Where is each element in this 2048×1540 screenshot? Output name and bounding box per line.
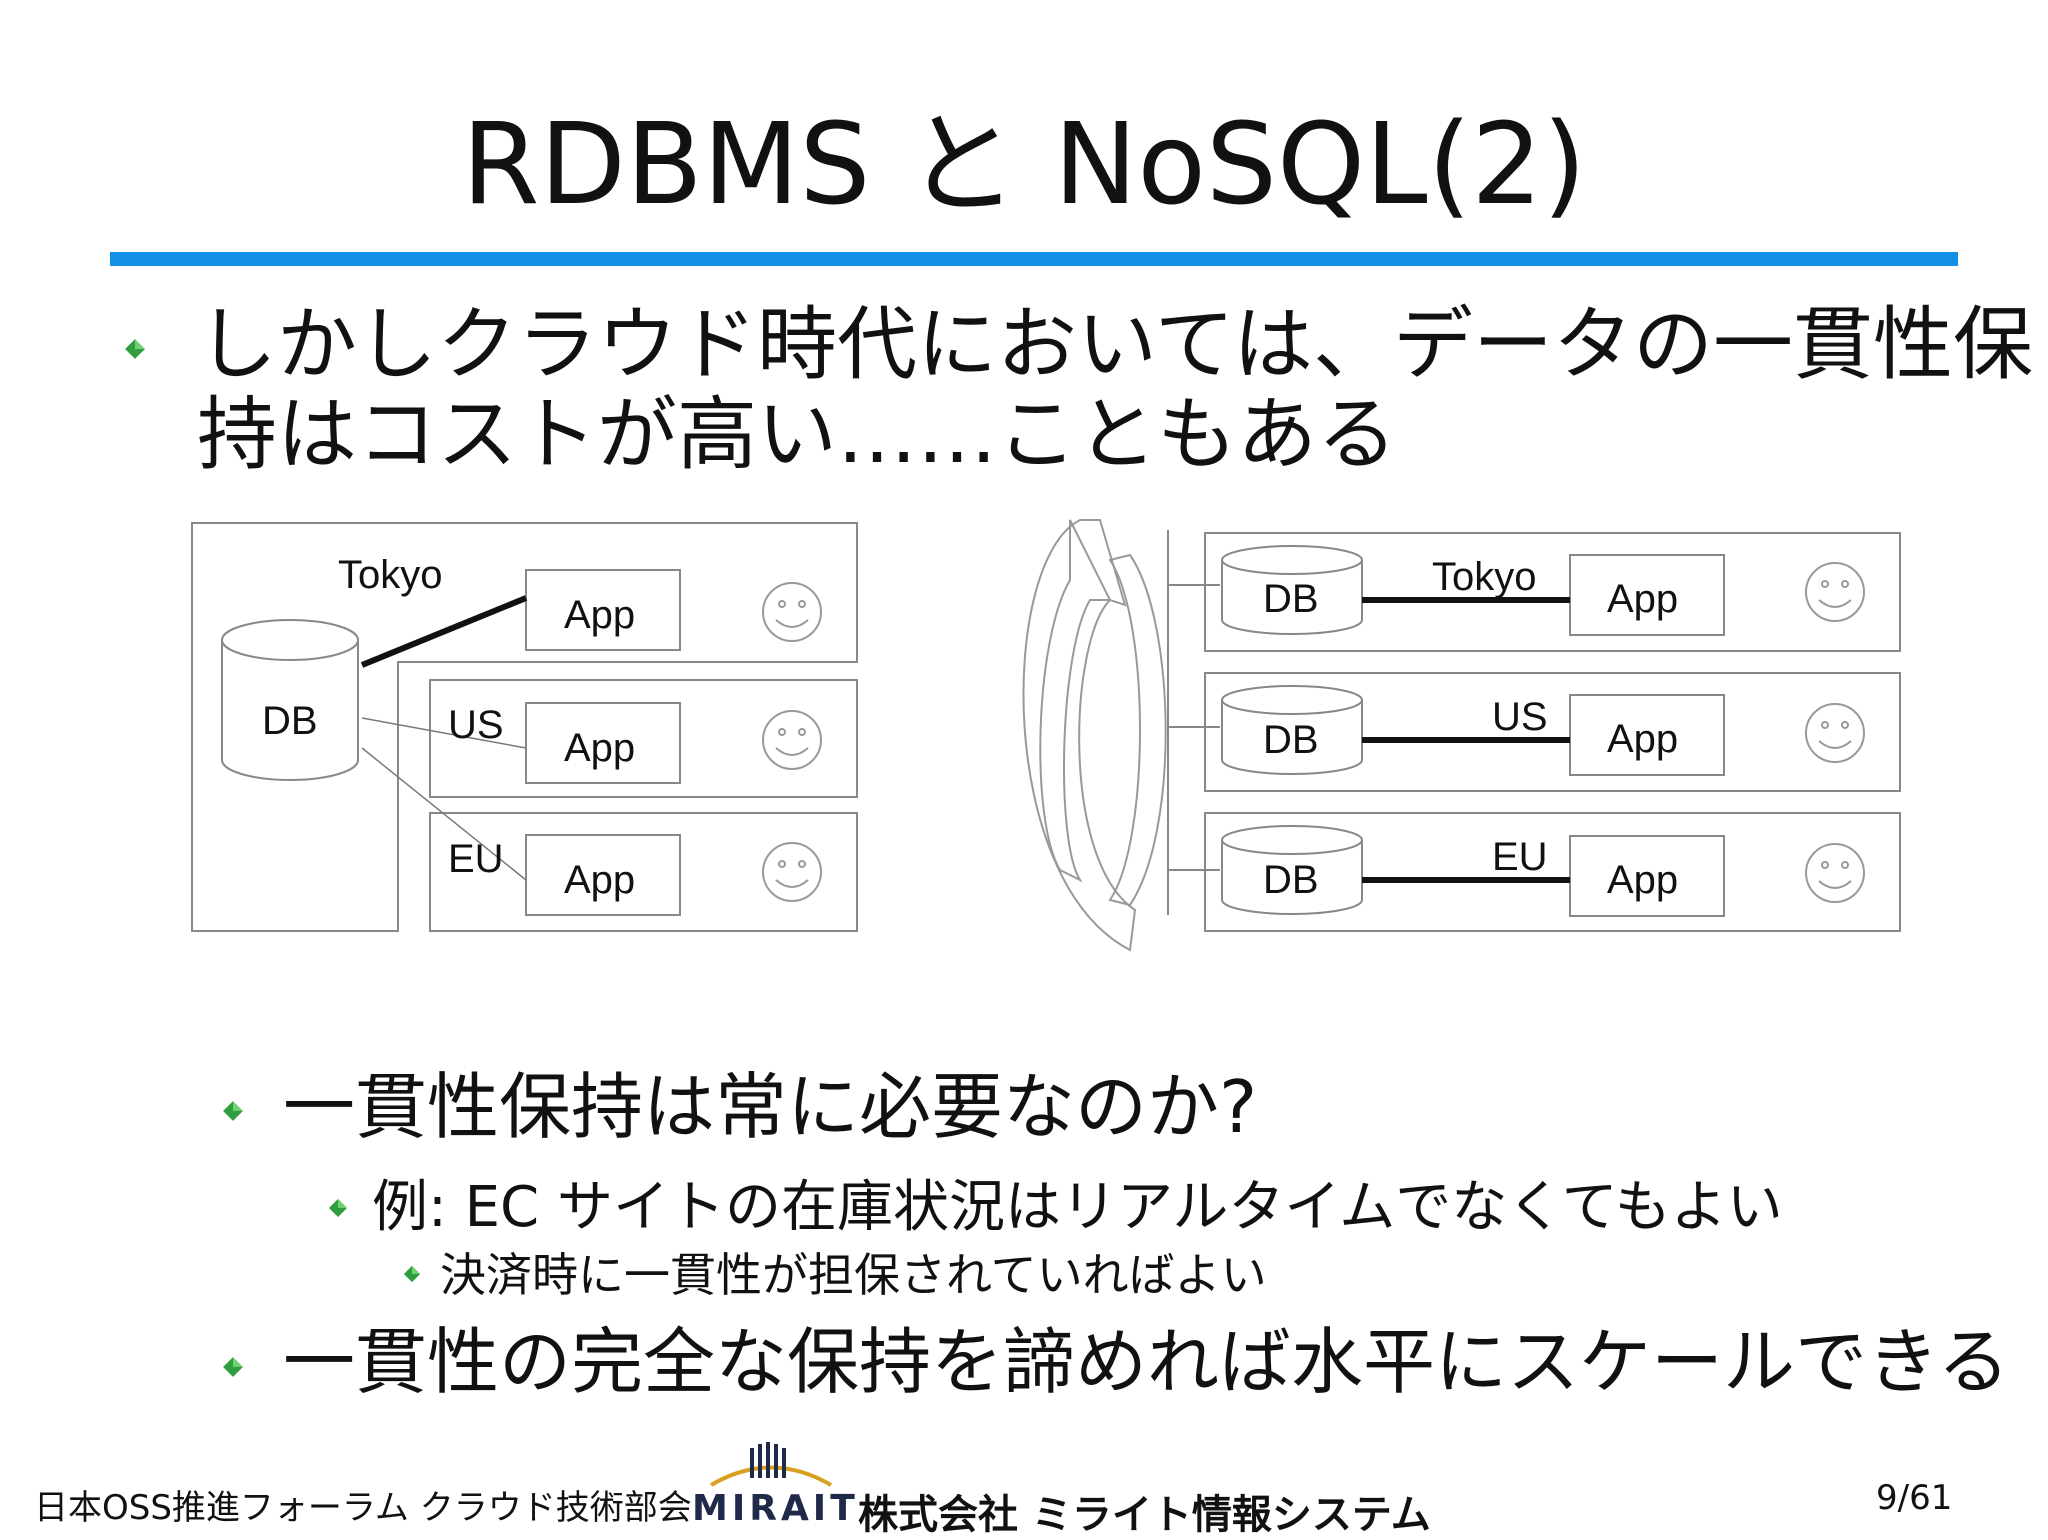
eu-site-frame-right bbox=[1204, 812, 1901, 932]
left-db-cylinder bbox=[221, 640, 359, 781]
smiley-icon bbox=[762, 710, 822, 770]
right-region-eu: EU bbox=[1492, 835, 1548, 879]
bullet-1-line-1: しかしクラウド時代においては、データの一貫性保 bbox=[197, 298, 2033, 391]
eu-site-frame bbox=[429, 812, 858, 932]
smiley-icon bbox=[762, 582, 822, 642]
logo-wordmark: MIRAIT bbox=[692, 1488, 859, 1529]
mirait-logo-icon bbox=[709, 1442, 833, 1487]
bullet-icon bbox=[403, 1265, 421, 1283]
left-db-label: DB bbox=[262, 699, 318, 743]
bullet-icon bbox=[125, 339, 145, 359]
right-app-label: App bbox=[1607, 577, 1678, 621]
bullet-icon bbox=[223, 1357, 243, 1377]
right-region-tokyo: Tokyo bbox=[1432, 555, 1537, 599]
company-name: 株式会社 ミライト情報システム bbox=[858, 1492, 1431, 1538]
left-app-label: App bbox=[564, 726, 635, 770]
bullet-3: 例: EC サイトの在庫状況はリアルタイムでなくてもよい bbox=[372, 1175, 1783, 1240]
left-app-label: App bbox=[564, 858, 635, 902]
bullet-icon bbox=[223, 1101, 243, 1121]
us-site-frame-right bbox=[1204, 672, 1901, 792]
circular-sync-arrows-icon bbox=[1022, 519, 1167, 952]
title-underline bbox=[110, 252, 1958, 266]
left-app-us bbox=[525, 702, 681, 784]
us-site-frame bbox=[429, 679, 858, 798]
left-region-eu: EU bbox=[448, 837, 504, 881]
smiley-icon bbox=[762, 842, 822, 902]
bullet-1-line-2: 持はコストが高い……こともある bbox=[197, 388, 1397, 481]
bullet-1: しかしクラウド時代においては、データの一貫性保 持はコストが高い……こともある bbox=[197, 300, 2033, 480]
left-app-tokyo bbox=[525, 569, 681, 651]
replication-diagram: Tokyo US EU DB App App App DB DB DB Toky… bbox=[191, 519, 1901, 952]
left-app-eu bbox=[525, 834, 681, 916]
tokyo-site-frame bbox=[191, 522, 858, 932]
page-number: 9/61 bbox=[1876, 1478, 1953, 1518]
bullet-5: 一貫性の完全な保持を諦めれば水平にスケールできる bbox=[283, 1320, 2010, 1404]
right-db-label: DB bbox=[1263, 858, 1319, 902]
right-app-label: App bbox=[1607, 858, 1678, 902]
right-db-label: DB bbox=[1263, 577, 1319, 621]
tokyo-site-frame-right bbox=[1204, 532, 1901, 652]
left-region-tokyo: Tokyo bbox=[338, 553, 443, 597]
bullet-4: 決済時に一貫性が担保されていればよい bbox=[440, 1248, 1267, 1302]
bullet-2: 一貫性保持は常に必要なのか? bbox=[283, 1065, 1258, 1149]
left-region-us: US bbox=[448, 703, 504, 747]
right-db-label: DB bbox=[1263, 718, 1319, 762]
right-app-label: App bbox=[1607, 717, 1678, 761]
slide-title: RDBMS と NoSQL(2) bbox=[461, 100, 1587, 230]
left-app-label: App bbox=[564, 593, 635, 637]
bullet-icon bbox=[329, 1199, 347, 1217]
footer-organization: 日本OSS推進フォーラム クラウド技術部会 bbox=[34, 1488, 692, 1528]
right-region-us: US bbox=[1492, 695, 1548, 739]
